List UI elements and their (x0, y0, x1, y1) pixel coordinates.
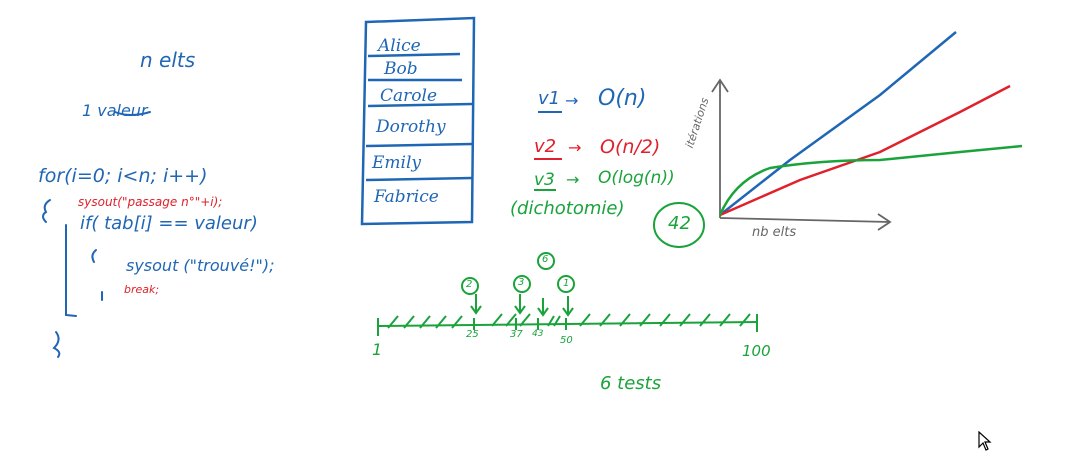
graph-xlabel: nb elts (752, 225, 797, 240)
v3-arrow: → (566, 170, 580, 189)
v1-label: v1 (538, 88, 561, 109)
circled-number: 42 (668, 213, 691, 234)
sysout-passage-line: sysout("passage n°"+i); (78, 195, 223, 209)
step-marker: 3 (518, 277, 525, 288)
for-body-bracket (65, 224, 77, 317)
tests-label: 6 tests (600, 373, 662, 394)
curve-v1 (719, 31, 957, 216)
name-cell: Carole (380, 86, 438, 106)
v2-complexity: O(n/2) (600, 136, 661, 158)
for-loop-line: for(i=0; i<n; i++) (38, 165, 208, 187)
name-cell: Alice (378, 36, 421, 56)
v3-complexity: O(log(n)) (598, 168, 675, 188)
v2-arrow: → (568, 138, 582, 157)
tick-label: 50 (560, 335, 573, 346)
step-marker: 1 (563, 278, 570, 289)
v1-complexity: O(n) (598, 86, 647, 111)
name-cell: Dorothy (376, 117, 446, 137)
for-open-brace (42, 199, 51, 223)
if-open-brace (91, 249, 97, 263)
name-cell: Emily (372, 153, 422, 173)
number-line-start: 1 (372, 340, 383, 359)
graph-axes (711, 78, 892, 231)
step-marker: 6 (542, 254, 549, 265)
tick-label: 37 (510, 329, 523, 340)
dichotomie-label: (dichotomie) (510, 198, 625, 219)
tick-label: 25 (466, 329, 479, 340)
v3-label: v3 (534, 170, 555, 190)
circle-42 (653, 202, 705, 248)
names-table (360, 16, 476, 226)
sysout-found-line: sysout ("trouvé!"); (126, 256, 275, 275)
number-line-end: 100 (742, 342, 771, 360)
number-line (377, 252, 759, 336)
name-cell: Bob (384, 59, 418, 79)
curve-v3 (718, 144, 1023, 216)
one-value-label: 1 valeur (82, 101, 148, 120)
tick-label: 43 (532, 329, 544, 339)
for-close-brace (52, 331, 61, 358)
step-marker: 2 (466, 279, 473, 290)
mouse-pointer-icon (978, 430, 992, 455)
if-line: if( tab[i] == valeur) (80, 213, 258, 234)
name-cell: Fabrice (374, 187, 439, 207)
v2-label: v2 (534, 136, 557, 157)
v1-arrow: → (565, 91, 579, 110)
break-statement: break; (124, 283, 160, 296)
valeur-underline (114, 111, 151, 116)
n-elts-label: n elts (140, 48, 196, 72)
curve-v2 (719, 84, 1011, 217)
